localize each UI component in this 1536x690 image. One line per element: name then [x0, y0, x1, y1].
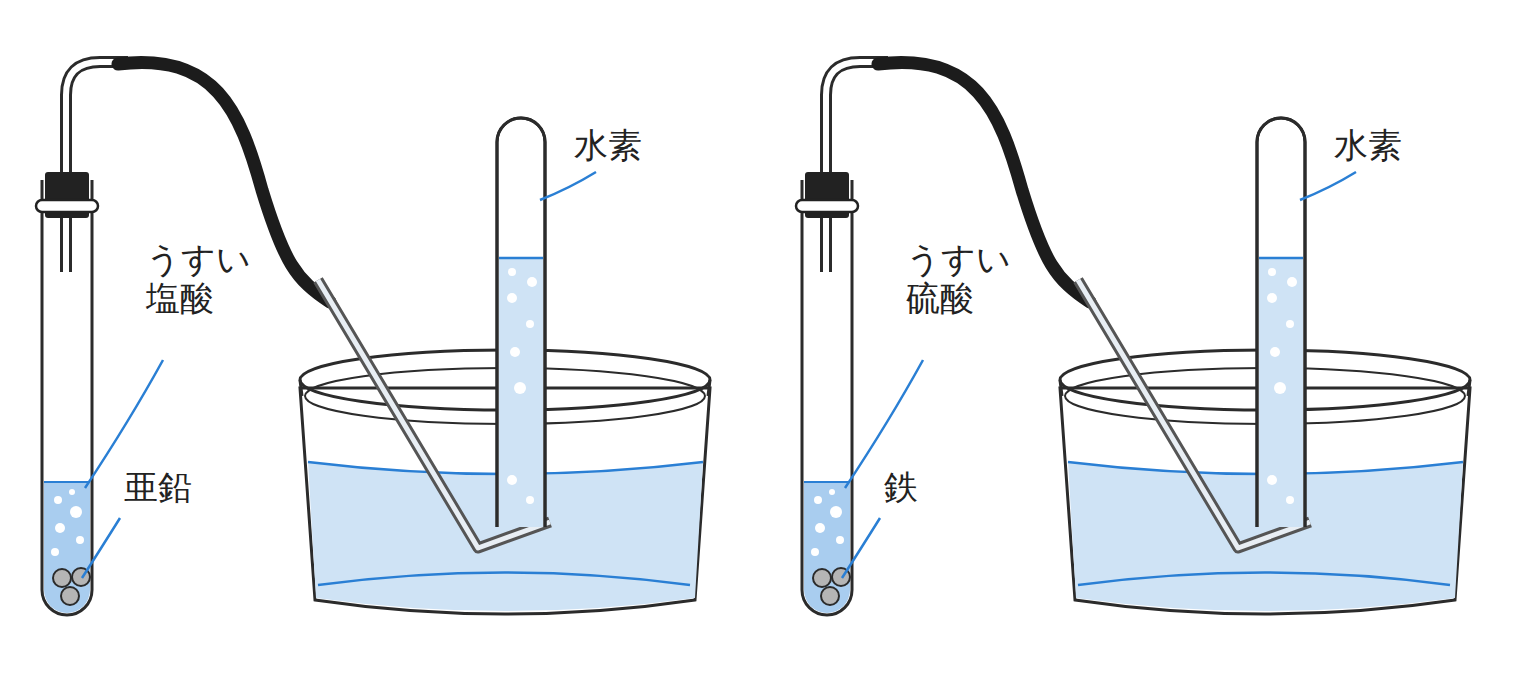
metal-label: 亜鉛 [124, 468, 226, 507]
gas-label: 水素 [1334, 126, 1436, 165]
gas-label: 水素 [574, 126, 676, 165]
left-apparatus [36, 62, 710, 615]
right-apparatus [796, 62, 1470, 615]
liquid-label: うすい 塩酸 [146, 240, 262, 318]
liquid-label: うすい 硫酸 [906, 240, 1022, 318]
metal-label: 鉄 [884, 468, 986, 507]
